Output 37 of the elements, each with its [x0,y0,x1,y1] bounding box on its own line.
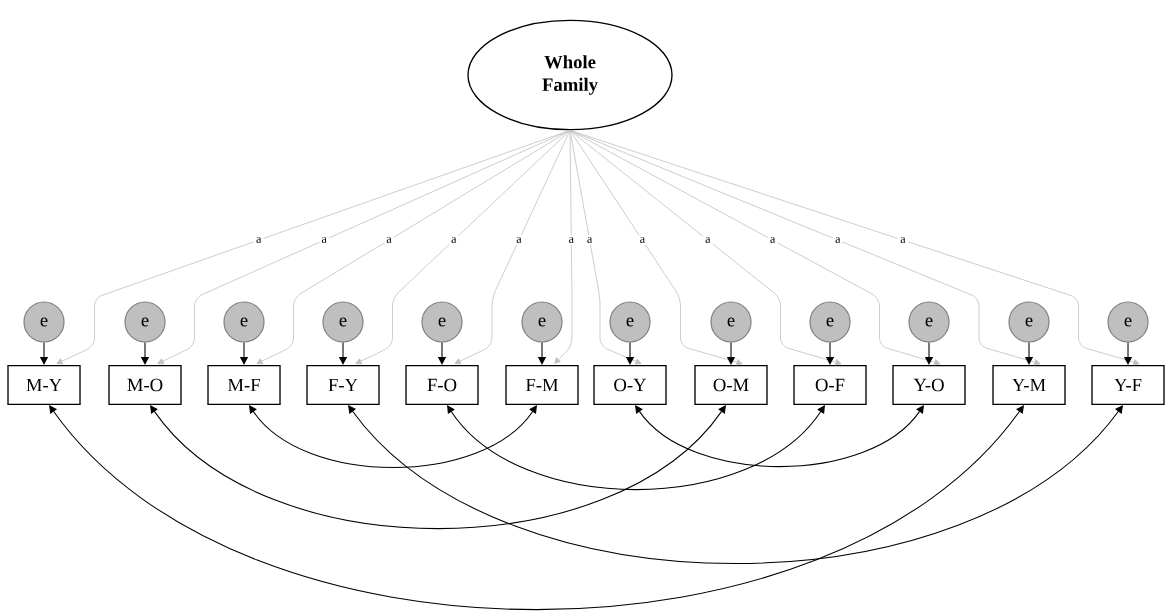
variable-box: F-Y [306,365,380,405]
variable-box: F-M [505,365,579,405]
variable-box: M-F [207,365,281,405]
arrow [454,129,571,365]
arrow [554,129,573,364]
edge-label: a [384,235,394,245]
variable-box: O-M [694,365,768,405]
variable-box: O-F [793,365,867,405]
variable-box: M-O [108,365,182,405]
double-arrow [635,405,924,468]
double-arrow [49,405,1024,611]
edge-label: a [637,235,648,245]
arrow [569,129,842,366]
edge-label: a [449,235,459,245]
edge-label: a [566,235,576,245]
double-arrow [447,405,825,491]
variable-box: Y-O [892,365,966,405]
variable-box: Y-F [1091,365,1165,405]
edge-label: a [514,235,524,245]
edge-label: a [767,235,778,245]
edge-label: a [703,235,713,245]
double-arrow [348,405,1123,565]
edge-label: a [319,235,329,245]
edge-label: a [898,235,908,245]
arrow [569,129,642,365]
variable-box: Y-M [992,365,1066,405]
double-arrow [150,405,726,530]
variable-box: M-Y [7,365,81,405]
variable-box: F-O [405,365,479,405]
arrow [569,129,743,366]
variable-box: O-Y [593,365,667,405]
double-arrow [249,405,537,469]
edge-label: a [584,235,595,245]
edge-label: a [254,235,264,245]
arrow [256,129,571,365]
edge-label: a [833,235,843,245]
arrow [355,129,571,365]
